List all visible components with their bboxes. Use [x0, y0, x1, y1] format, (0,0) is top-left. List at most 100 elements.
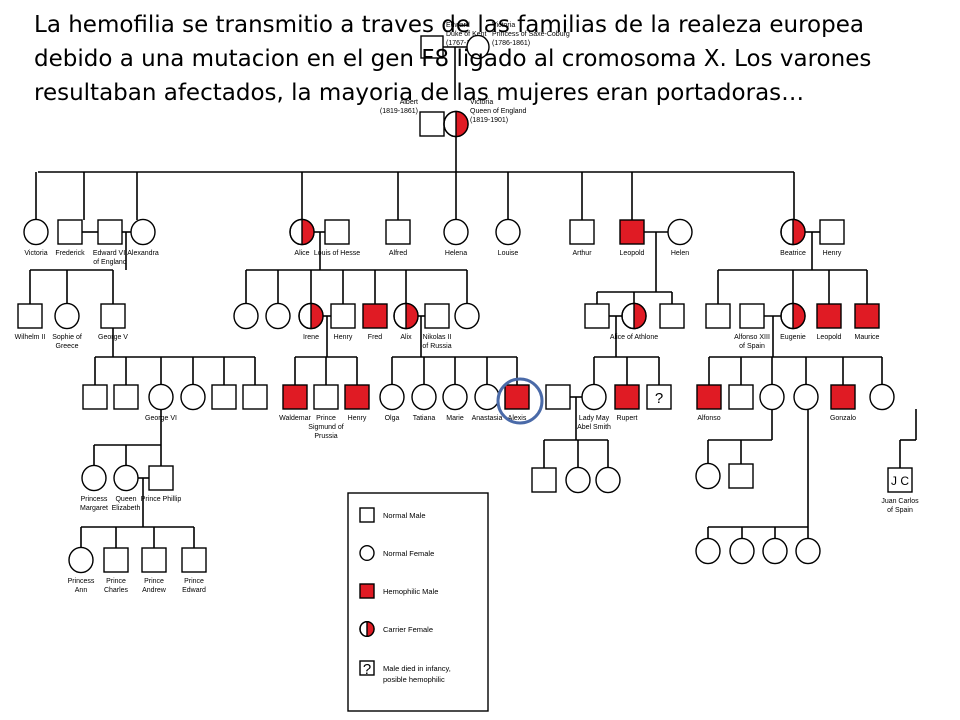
person-symbol-sigmund — [313, 384, 339, 410]
person-label: Elizabeth — [112, 505, 141, 512]
person-symbol-alice-athlone — [621, 302, 647, 330]
svg-text:?: ? — [655, 390, 663, 407]
person-symbol-bea-c1 — [705, 303, 731, 329]
person-symbol-edward-kent — [420, 35, 444, 59]
person-label: Abel Smith — [577, 424, 611, 431]
person-label: Victoria — [24, 250, 47, 257]
person-symbol-alexandra — [130, 218, 156, 246]
person-symbol-alice — [289, 218, 315, 246]
person-label: Wilhelm II — [15, 334, 46, 341]
person-label: Princess of Saxe-Coburg — [492, 31, 570, 38]
person-symbol-henry-g3 — [330, 303, 356, 329]
person-label: Beatrice — [780, 250, 806, 257]
person-symbol-waldemar — [282, 384, 308, 410]
person-label: Alexis — [508, 415, 527, 422]
person-label: (1786-1861) — [492, 40, 530, 47]
person-label: Princess — [81, 496, 108, 503]
person-symbol-queen-victoria — [443, 110, 469, 138]
person-symbol-victoria-saxe — [466, 34, 490, 60]
person-symbol-sp-c3 — [759, 383, 785, 411]
person-label: Olga — [385, 415, 400, 422]
person-label: Prince — [144, 578, 164, 585]
person-symbol-andrew — [141, 547, 167, 573]
person-symbol-irene — [298, 302, 324, 330]
person-symbol-arthur — [569, 219, 595, 245]
person-label: Rupert — [616, 415, 637, 422]
person-label: Alix — [400, 334, 412, 341]
person-label: Charles — [104, 587, 129, 594]
person-label: Alfred — [389, 250, 407, 257]
person-label: Gonzalo — [830, 415, 856, 422]
person-label: Waldemar — [279, 415, 311, 422]
person-label: Frederick — [55, 250, 85, 257]
person-symbol-maurice — [854, 303, 880, 329]
person-symbol-leopold-g3 — [816, 303, 842, 329]
person-symbol-helena — [443, 218, 469, 246]
person-label: (1767-1820) — [446, 40, 484, 47]
person-label: Alfonso XIII — [734, 334, 770, 341]
person-label: Albert — [400, 99, 418, 106]
person-label: Edward VII — [93, 250, 127, 257]
person-label: Prussia — [314, 433, 337, 440]
person-label: Nikolas II — [423, 334, 452, 341]
person-symbol-fred — [362, 303, 388, 329]
person-label: of England — [93, 259, 127, 266]
person-label: Louis of Hesse — [314, 250, 360, 257]
person-label: Alfonso — [697, 415, 720, 422]
person-symbol-henry-g4 — [344, 384, 370, 410]
person-label: Leopold — [620, 250, 645, 257]
person-symbol-anastasia — [474, 383, 500, 411]
caption-text: La hemofilia se transmitio a traves de l… — [34, 12, 872, 106]
legend-label: Carrier Female — [383, 625, 433, 634]
person-label: Fred — [368, 334, 383, 341]
legend-symbol-unknown-male: ? — [359, 660, 375, 678]
person-symbol-george-v — [100, 303, 126, 329]
person-label: Marie — [446, 415, 464, 422]
legend-label: posible hemophilic — [383, 675, 445, 684]
person-label: Alice — [294, 250, 309, 257]
person-symbol-gv-c1 — [82, 384, 108, 410]
person-symbol-lady-may — [581, 383, 607, 411]
person-symbol-sophie — [54, 302, 80, 330]
legend-symbol-normal-male — [359, 507, 375, 523]
person-symbol-ls-c2 — [565, 466, 591, 494]
person-label: Greece — [56, 343, 79, 350]
person-symbol-victoria-g2 — [23, 218, 49, 246]
person-symbol-wilhelm-ii — [17, 303, 43, 329]
person-label: Prince — [316, 415, 336, 422]
person-symbol-ls-c3 — [595, 466, 621, 494]
person-symbol-henry-g2 — [819, 219, 845, 245]
person-symbol-edward-g6 — [181, 547, 207, 573]
person-symbol-sp-c6 — [869, 383, 895, 411]
person-symbol-margaret — [81, 464, 107, 492]
svg-text:?: ? — [363, 661, 371, 678]
person-label: Leopold — [817, 334, 842, 341]
person-label: Ann — [75, 587, 88, 594]
person-symbol-ls-c1 — [531, 467, 557, 493]
person-symbol-edward-vii — [97, 219, 123, 245]
person-label: Louise — [498, 250, 519, 257]
person-label: of Spain — [887, 507, 913, 514]
person-symbol-alice-c2 — [265, 302, 291, 330]
person-symbol-sp-g5-c1 — [695, 537, 721, 565]
person-label: Juan Carlos — [881, 498, 919, 505]
person-symbol-abel-smith-sp — [545, 384, 571, 410]
person-symbol-alice-c3 — [454, 302, 480, 330]
person-symbol-sp-g5-c3 — [762, 537, 788, 565]
person-symbol-alfred — [385, 219, 411, 245]
person-label: Sophie of — [52, 334, 82, 341]
person-label: (1819-1861) — [380, 108, 418, 115]
person-symbol-leo-c1 — [584, 303, 610, 329]
person-symbol-albert — [419, 111, 445, 137]
person-symbol-alexis — [504, 384, 530, 410]
person-symbol-marie — [442, 383, 468, 411]
person-symbol-tatiana — [411, 383, 437, 411]
person-label: Helena — [445, 250, 467, 257]
person-label: Duke of Kent — [446, 31, 487, 38]
legend-symbol-carrier-female — [359, 620, 375, 638]
person-label: Andrew — [142, 587, 167, 594]
person-label: Prince — [106, 578, 126, 585]
person-symbol-gv-c2 — [113, 384, 139, 410]
